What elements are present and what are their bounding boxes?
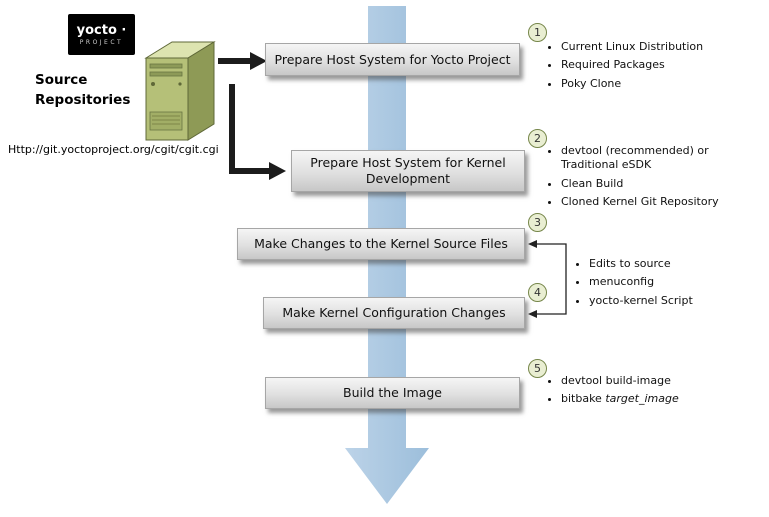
bullet-item: Cloned Kernel Git Repository	[561, 195, 720, 209]
source-repositories-url: Http://git.yoctoproject.org/cgit/cgit.cg…	[8, 143, 219, 156]
step-label: Prepare Host System for Kernel Developme…	[310, 155, 506, 186]
step-number-badge-1: 1	[528, 23, 547, 42]
step-box-make-source-changes: Make Changes to the Kernel Source Files	[237, 228, 525, 260]
bullet-item: Current Linux Distribution	[561, 40, 753, 54]
step-number-badge-4: 4	[528, 283, 547, 302]
source-repositories-label: Source Repositories	[35, 72, 131, 108]
step-box-prepare-host-kernel: Prepare Host System for Kernel Developme…	[291, 150, 525, 192]
bullet-item: bitbake target_image	[561, 392, 753, 406]
step-label: Prepare Host System for Yocto Project	[274, 51, 511, 67]
yocto-logo-subtitle: PROJECT	[79, 39, 124, 46]
step-label: Make Kernel Configuration Changes	[282, 305, 506, 321]
step-box-make-config-changes: Make Kernel Configuration Changes	[263, 297, 525, 329]
steps-3-4-shared-bullets: Edits to source menuconfig yocto-kernel …	[576, 257, 746, 312]
bullet-item: Clean Build	[561, 177, 720, 191]
bullet-item: devtool build-image	[561, 374, 753, 388]
step-label: Make Changes to the Kernel Source Files	[254, 236, 508, 252]
yocto-logo: yocto · PROJECT	[68, 14, 135, 55]
yocto-logo-title: yocto ·	[76, 23, 127, 38]
step-number-badge-2: 2	[528, 129, 547, 148]
bullet-item: yocto-kernel Script	[589, 294, 746, 308]
step-label: Build the Image	[343, 385, 442, 401]
step-number-badge-5: 5	[528, 359, 547, 378]
step2-bullets: devtool (recommended) or Traditional eSD…	[548, 144, 720, 213]
bullet-item: menuconfig	[589, 275, 746, 289]
arrow-to-step2	[229, 84, 286, 180]
step-number-badge-3: 3	[528, 213, 547, 232]
step1-bullets: Current Linux Distribution Required Pack…	[548, 40, 753, 95]
bullet-item: Edits to source	[589, 257, 746, 271]
step-box-build-image: Build the Image	[265, 377, 520, 409]
bullet-item: devtool (recommended) or Traditional eSD…	[561, 144, 720, 173]
bullet-text-italic: target_image	[605, 392, 679, 406]
steps-3-4-bracket	[528, 240, 567, 318]
arrow-to-step1	[218, 52, 267, 70]
bullet-item: Required Packages	[561, 58, 753, 72]
bullet-text: bitbake	[561, 392, 602, 406]
bullet-item: Poky Clone	[561, 77, 753, 91]
server-icon	[144, 41, 216, 141]
step-box-prepare-host-yocto: Prepare Host System for Yocto Project	[265, 43, 520, 76]
step5-bullets: devtool build-image bitbake target_image	[548, 374, 753, 411]
